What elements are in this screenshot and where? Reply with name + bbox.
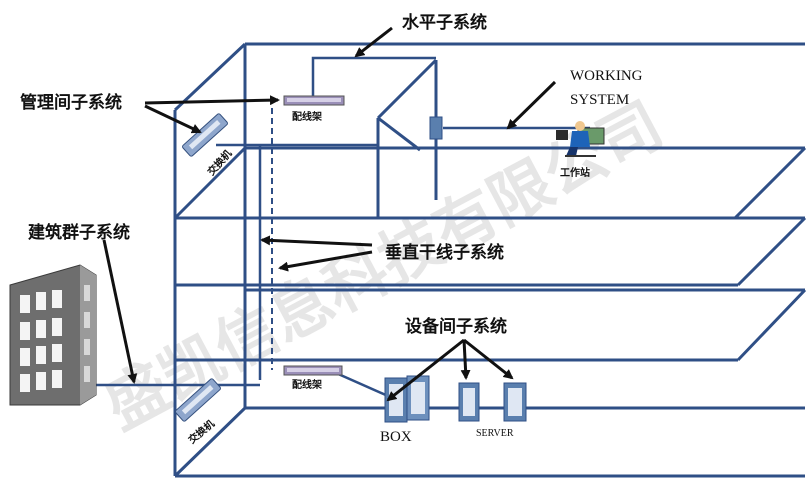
building-icon <box>9 264 97 406</box>
patch-panel-top-label: 配线架 <box>292 110 322 123</box>
box-label: BOX <box>380 429 412 445</box>
server-tower-1 <box>458 382 480 422</box>
patch-panel-bottom <box>283 365 343 376</box>
workstation-icon <box>556 121 605 157</box>
working-system-label-line2: SYSTEM <box>570 92 629 108</box>
vertical-subsystem-label: 垂直干线子系统 <box>385 242 504 263</box>
horizontal-subsystem-label: 水平子系统 <box>402 12 487 33</box>
workstation-label: 工作站 <box>560 166 590 179</box>
patch-panel-top <box>283 95 345 106</box>
server-label: SERVER <box>476 428 514 439</box>
patch-panel-bottom-label: 配线架 <box>292 378 322 391</box>
working-system-label-line1: WORKING <box>570 68 643 84</box>
building-group-subsystem-label: 建筑群子系统 <box>28 222 130 243</box>
wall-outlet <box>429 116 443 140</box>
annotation-arrows <box>102 26 557 402</box>
management-subsystem-label: 管理间子系统 <box>20 92 122 113</box>
switch-bottom <box>175 378 221 422</box>
switch-top <box>182 113 228 157</box>
server-tower-2 <box>503 382 527 422</box>
equipment-subsystem-label: 设备间子系统 <box>405 316 507 337</box>
